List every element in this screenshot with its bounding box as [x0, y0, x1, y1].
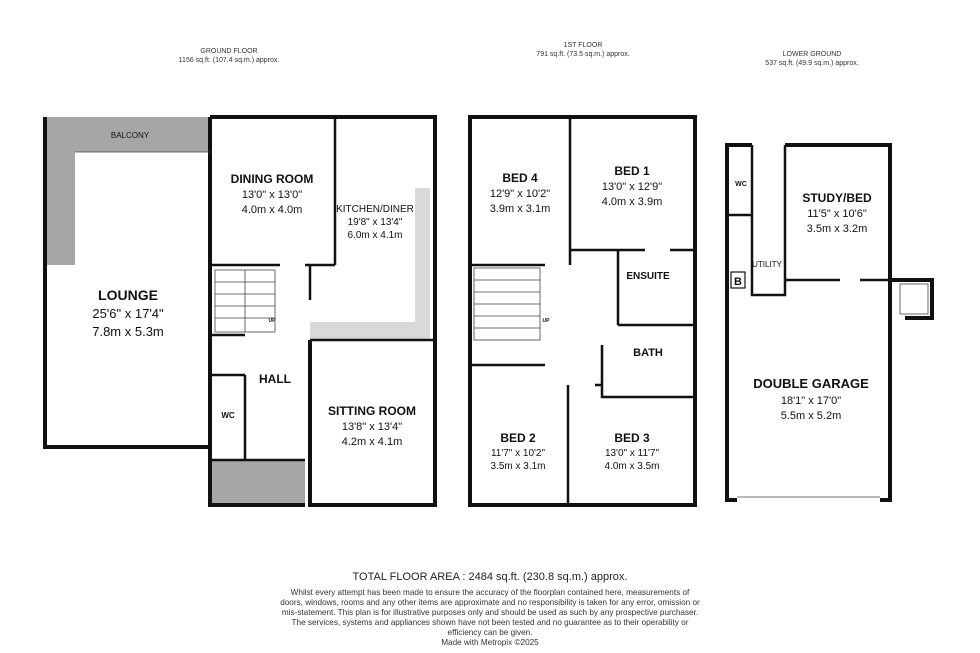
boiler-label: B: [734, 276, 742, 288]
svg-text:7.8m x 5.3m: 7.8m x 5.3m: [92, 324, 164, 339]
ground-floor-header: GROUND FLOOR 1156 sq.ft. (107.4 sq.m.) a…: [179, 47, 280, 65]
svg-text:4.2m x 4.1m: 4.2m x 4.1m: [342, 436, 403, 448]
svg-text:4.0m x 4.0m: 4.0m x 4.0m: [242, 204, 303, 216]
disclaimer-text: Whilst every attempt has been made to en…: [280, 588, 700, 637]
room-bed2: BED 2 11'7" x 10'2" 3.5m x 3.1m: [490, 431, 545, 472]
svg-text:5.5m x 5.2m: 5.5m x 5.2m: [781, 410, 842, 422]
room-garage: DOUBLE GARAGE 18'1" x 17'0" 5.5m x 5.2m: [753, 376, 869, 422]
floor-name: GROUND FLOOR: [200, 48, 258, 55]
svg-text:3.5m x 3.1m: 3.5m x 3.1m: [490, 461, 545, 472]
wc-lower-label: WC: [735, 181, 747, 188]
svg-text:13'0" x 12'9": 13'0" x 12'9": [602, 181, 662, 193]
svg-text:13'0" x 13'0": 13'0" x 13'0": [242, 189, 302, 201]
svg-text:SITTING ROOM: SITTING ROOM: [328, 404, 416, 418]
bath-label: BATH: [633, 347, 663, 359]
total-floor-area: TOTAL FLOOR AREA : 2484 sq.ft. (230.8 sq…: [352, 571, 628, 583]
ground-floor-plan: UP BALCONY LOUNGE 25'6" x 17'4" 7.8m x 5…: [43, 115, 437, 507]
svg-text:13'8" x 13'4": 13'8" x 13'4": [342, 421, 402, 433]
svg-text:BED 4: BED 4: [502, 171, 538, 185]
room-bed3: BED 3 13'0" x 11'7" 4.0m x 3.5m: [604, 431, 659, 472]
svg-text:18'1" x 17'0": 18'1" x 17'0": [781, 395, 841, 407]
first-floor-header: 1ST FLOOR 791 sq.ft. (73.5 sq.m.) approx…: [536, 41, 629, 59]
credit: Made with Metropix ©2025: [441, 638, 539, 647]
floor-area: 791 sq.ft. (73.5 sq.m.) approx.: [536, 51, 630, 58]
porch-area: [210, 460, 305, 505]
boiler-box: [730, 271, 746, 289]
svg-text:3.9m x 3.1m: 3.9m x 3.1m: [490, 203, 551, 215]
disclaimer: Whilst every attempt has been made to en…: [280, 588, 700, 648]
svg-text:BED 1: BED 1: [614, 164, 650, 178]
balcony-area: [45, 117, 210, 265]
floor-area: 1156 sq.ft. (107.4 sq.m.) approx.: [178, 57, 280, 64]
floor-name: LOWER GROUND: [782, 51, 842, 58]
first-floor-plan: UP BED 4 12'9" x 10'2" 3.9m x 3.1m BED 1…: [468, 115, 697, 507]
svg-text:STUDY/BED: STUDY/BED: [802, 191, 872, 205]
svg-text:11'7" x 10'2": 11'7" x 10'2": [491, 448, 546, 459]
room-lounge: LOUNGE 25'6" x 17'4" 7.8m x 5.3m: [92, 287, 164, 339]
room-kitchen: KITCHEN/DINER 19'8" x 13'4" 6.0m x 4.1m: [336, 204, 414, 241]
svg-text:DINING ROOM: DINING ROOM: [231, 172, 314, 186]
svg-text:6.0m x 4.1m: 6.0m x 4.1m: [347, 230, 402, 241]
lower-ground-plan: WC UTILITY B STUDY/BED 11'5" x 10'6" 3.5…: [725, 143, 934, 503]
svg-text:DOUBLE GARAGE: DOUBLE GARAGE: [753, 376, 869, 391]
room-bed4: BED 4 12'9" x 10'2" 3.9m x 3.1m: [490, 171, 551, 215]
ensuite-label: ENSUITE: [626, 271, 670, 282]
kitchen-counter: [310, 188, 430, 340]
room-bed1: BED 1 13'0" x 12'9" 4.0m x 3.9m: [602, 164, 663, 208]
svg-text:13'0" x 11'7": 13'0" x 11'7": [605, 448, 660, 459]
room-study: STUDY/BED 11'5" x 10'6" 3.5m x 3.2m: [802, 191, 872, 235]
svg-text:12'9" x 10'2": 12'9" x 10'2": [490, 188, 550, 200]
svg-text:25'6" x 17'4": 25'6" x 17'4": [92, 306, 164, 321]
utility-label: UTILITY: [752, 260, 782, 269]
svg-text:4.0m x 3.5m: 4.0m x 3.5m: [604, 461, 659, 472]
first-stairs: [473, 267, 541, 341]
svg-text:KITCHEN/DINER: KITCHEN/DINER: [336, 204, 414, 215]
svg-text:4.0m x 3.9m: 4.0m x 3.9m: [602, 196, 663, 208]
room-sitting: SITTING ROOM 13'8" x 13'4" 4.2m x 4.1m: [328, 404, 416, 448]
hall-label: HALL: [259, 372, 291, 386]
wc-ground-label: WC: [221, 411, 235, 420]
stairs-up-label: UP: [543, 318, 551, 324]
svg-text:BED 3: BED 3: [614, 431, 650, 445]
ground-stairs: [214, 269, 276, 333]
stairs-up-label: UP: [269, 318, 277, 324]
svg-text:11'5" x 10'6": 11'5" x 10'6": [807, 208, 867, 220]
svg-text:19'8" x 13'4": 19'8" x 13'4": [348, 217, 403, 228]
svg-text:3.5m x 3.2m: 3.5m x 3.2m: [807, 223, 868, 235]
room-dining: DINING ROOM 13'0" x 13'0" 4.0m x 4.0m: [231, 172, 314, 216]
floor-name: 1ST FLOOR: [563, 42, 603, 49]
svg-text:LOUNGE: LOUNGE: [98, 287, 158, 303]
svg-text:BED 2: BED 2: [500, 431, 536, 445]
lower-ground-header: LOWER GROUND 537 sq.ft. (49.9 sq.m.) app…: [765, 50, 858, 68]
balcony-label: BALCONY: [111, 131, 150, 140]
floor-area: 537 sq.ft. (49.9 sq.m.) approx.: [765, 60, 859, 67]
